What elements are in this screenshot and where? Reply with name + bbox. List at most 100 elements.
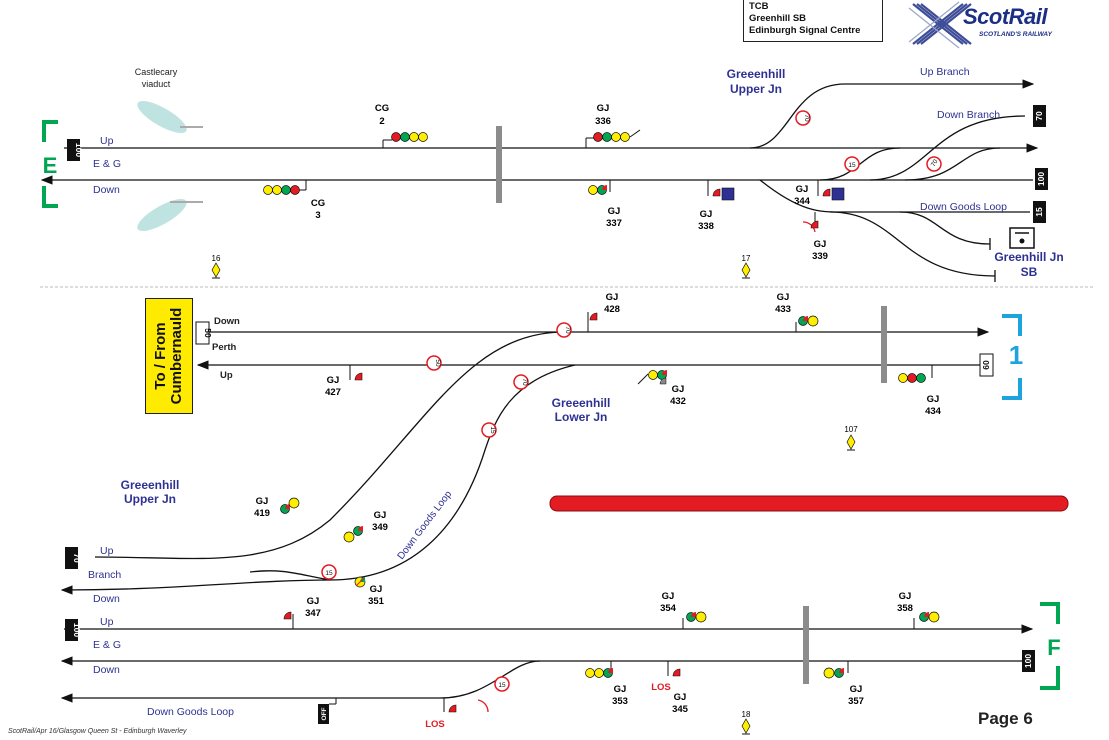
svg-text:15: 15 bbox=[498, 682, 506, 689]
speed-board-top-15: 15 bbox=[1033, 201, 1046, 223]
svg-text:15: 15 bbox=[848, 162, 856, 169]
junction-upper-top-2: Upper Jn bbox=[730, 82, 782, 96]
goods-loop-join bbox=[249, 570, 331, 581]
signal-gj432-id: GJ bbox=[672, 384, 685, 395]
signal-gj339 bbox=[802, 212, 819, 233]
signal-gj433-num: 433 bbox=[775, 304, 791, 315]
signal-gj432 bbox=[637, 370, 667, 385]
castlecary-label-1: Castlecary bbox=[135, 67, 178, 77]
signal-gj427-id: GJ bbox=[327, 375, 340, 386]
track-eg-bottom: E & G bbox=[93, 639, 121, 651]
signal-gj339-num: 339 bbox=[812, 251, 828, 262]
track-down-mid: Down bbox=[214, 316, 240, 327]
speed-circle-mid-70b: 70 bbox=[513, 374, 529, 390]
speed-circle-top-70: 70 bbox=[795, 110, 811, 126]
signal-gj419-id: GJ bbox=[256, 496, 269, 507]
signal-gj353-num: 353 bbox=[612, 696, 628, 707]
signal-cg2-id: CG bbox=[375, 103, 389, 114]
svg-text:100: 100 bbox=[74, 143, 84, 157]
svg-text:100: 100 bbox=[1023, 654, 1033, 668]
signal-gj345-num: 345 bbox=[672, 704, 689, 715]
svg-text:50: 50 bbox=[434, 359, 441, 367]
signal-gj347-num: 347 bbox=[305, 608, 321, 619]
cumbernauld-down-curve bbox=[60, 364, 576, 595]
track-down-branch: Down Branch bbox=[937, 109, 1000, 121]
los-label-1: LOS bbox=[651, 682, 671, 693]
junction-upper-bottom-1: Greeenhill bbox=[121, 478, 180, 492]
track-down2-bottom: Down bbox=[93, 664, 120, 676]
svg-text:70: 70 bbox=[72, 553, 82, 563]
track-up-bottom: Up bbox=[100, 545, 114, 557]
los-signal-loop bbox=[443, 698, 489, 713]
signal-gj347 bbox=[283, 611, 294, 629]
signal-gj357-id: GJ bbox=[850, 684, 863, 695]
signal-gj345-id: GJ bbox=[674, 692, 687, 703]
signal-gj357 bbox=[823, 661, 849, 679]
junction-lower-2: Lower Jn bbox=[555, 410, 608, 424]
location-18-icon bbox=[741, 718, 751, 735]
signal-gj427 bbox=[349, 365, 363, 381]
loop-siding-2 bbox=[829, 211, 996, 277]
signal-gj419 bbox=[280, 497, 300, 514]
speed-board-mid-50: 50 bbox=[195, 321, 213, 345]
track-down-goods-loop-bottom: Down Goods Loop bbox=[147, 706, 234, 718]
svg-text:70: 70 bbox=[564, 326, 571, 334]
signal-gj349 bbox=[343, 526, 363, 543]
speed-board-bottom-100: 100 bbox=[65, 619, 82, 641]
signal-gj428-id: GJ bbox=[606, 292, 619, 303]
junction-upper-top-1: Greeenhill bbox=[727, 67, 786, 81]
down-branch-line bbox=[869, 115, 1026, 181]
signal-gj339-id: GJ bbox=[814, 239, 827, 250]
signal-gj427-num: 427 bbox=[325, 387, 341, 398]
signal-gj344-id: GJ bbox=[796, 184, 809, 195]
svg-text:15: 15 bbox=[1034, 207, 1044, 217]
speed-board-mid-60: 60 bbox=[979, 353, 994, 377]
location-107-icon bbox=[846, 434, 856, 451]
signal-box-icon bbox=[1009, 227, 1035, 249]
signal-gj354-id: GJ bbox=[662, 591, 675, 602]
signal-gj336-id: GJ bbox=[597, 103, 610, 114]
svg-text:15: 15 bbox=[489, 426, 496, 434]
svg-text:70: 70 bbox=[803, 114, 810, 122]
signal-gj358 bbox=[913, 611, 940, 629]
svg-text:70: 70 bbox=[1034, 111, 1044, 121]
signal-cg2 bbox=[382, 132, 428, 148]
red-bar bbox=[549, 495, 1069, 512]
speed-circle-top-70b: 70 bbox=[926, 156, 942, 172]
track-up-top: Up bbox=[100, 135, 114, 147]
castlecary-viaduct-icon bbox=[137, 100, 203, 232]
up-branch-line bbox=[749, 79, 1035, 149]
diag-down-goods-loop: Down Goods Loop bbox=[396, 489, 455, 562]
signal-gj433 bbox=[795, 315, 819, 332]
svg-text:100: 100 bbox=[72, 623, 82, 637]
signal-gj344-num: 344 bbox=[794, 196, 811, 207]
track-down-goods-loop-top: Down Goods Loop bbox=[920, 201, 1007, 213]
signal-gj432-num: 432 bbox=[670, 396, 686, 407]
svg-text:50: 50 bbox=[203, 328, 213, 338]
track-up2-bottom: Up bbox=[100, 616, 114, 628]
signal-gj433-id: GJ bbox=[777, 292, 790, 303]
speed-circle-mid-70: 70 bbox=[556, 322, 572, 338]
header-line-1: TCB bbox=[749, 1, 769, 12]
location-107-label: 107 bbox=[844, 425, 858, 434]
svg-text:100: 100 bbox=[1036, 172, 1046, 186]
speed-board-top-100: 100 bbox=[67, 139, 84, 161]
footer-source: ScotRail/Apr 16/Glasgow Queen St - Edinb… bbox=[8, 728, 187, 735]
signal-gj353 bbox=[585, 661, 613, 678]
location-16-icon bbox=[211, 262, 221, 279]
crossover-70 bbox=[904, 147, 1001, 181]
down-goods-loop-bottom bbox=[60, 660, 541, 703]
signal-gj337 bbox=[588, 180, 611, 195]
header-line-3: Edinburgh Signal Centre bbox=[749, 25, 861, 36]
signal-gj428-num: 428 bbox=[604, 304, 620, 315]
section-e-bracket bbox=[42, 120, 58, 208]
track-branch-bottom: Branch bbox=[88, 569, 121, 581]
logo-tagline: SCOTLAND'S RAILWAY bbox=[979, 31, 1052, 38]
track-up-mid: Up bbox=[220, 370, 233, 381]
svg-text:OFF: OFF bbox=[321, 707, 328, 720]
signal-gj354-num: 354 bbox=[660, 603, 677, 614]
signal-gj419-num: 419 bbox=[254, 508, 270, 519]
location-16-label: 16 bbox=[212, 254, 221, 263]
signal-gj349-num: 349 bbox=[372, 522, 388, 533]
